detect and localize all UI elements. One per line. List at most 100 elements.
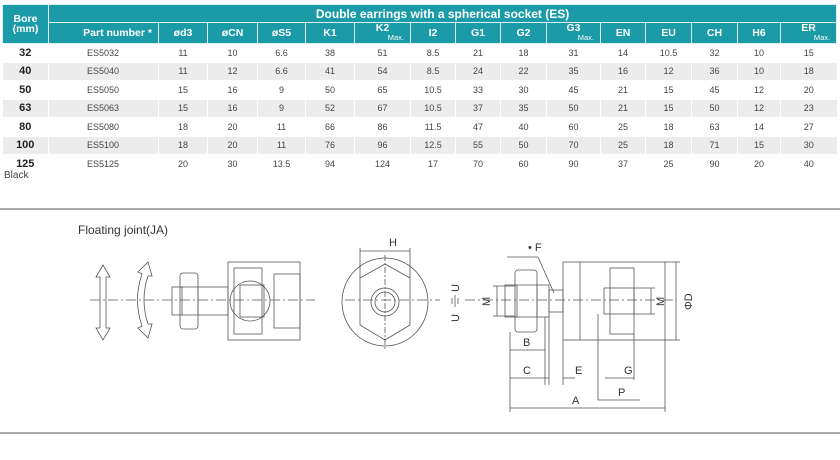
value-cell: 17	[410, 154, 456, 174]
value-cell: 25	[600, 136, 646, 155]
value-cell: 9	[257, 80, 306, 100]
value-cell: 40	[500, 117, 547, 137]
value-cell: 12	[645, 62, 692, 81]
spec-table: Bore(mm) Double earrings with a spherica…	[2, 4, 838, 174]
dim-label-h: H	[389, 237, 397, 249]
column-header: Part number *	[48, 22, 159, 44]
value-cell: 6.6	[257, 43, 306, 63]
value-cell: 8.5	[410, 62, 456, 81]
column-header: ød3	[158, 22, 208, 44]
dim-label-u-top: U	[450, 284, 462, 292]
value-cell: 14	[600, 43, 646, 63]
value-cell: 21	[600, 80, 646, 100]
dim-label-e: E	[575, 365, 582, 377]
column-header-label: G3	[566, 22, 581, 34]
value-cell: 15	[158, 99, 208, 118]
value-cell: 15	[158, 80, 208, 100]
value-cell: 16	[207, 80, 258, 100]
column-header-label: G1	[470, 27, 485, 39]
dim-label-a: A	[572, 395, 580, 407]
value-cell: 18	[158, 117, 208, 137]
bore-cell: 50	[2, 80, 49, 100]
column-header: K1	[305, 22, 355, 44]
value-cell: 32	[691, 43, 738, 63]
value-cell: 13.5	[257, 154, 306, 174]
value-cell: 11	[158, 43, 208, 63]
dim-label-m-right: M	[655, 297, 667, 306]
value-cell: 25	[645, 154, 692, 174]
value-cell: 90	[546, 154, 601, 174]
bore-cell: 100	[2, 136, 49, 155]
value-cell: 11	[257, 117, 306, 137]
column-header-sub: Max.	[813, 33, 831, 42]
value-cell: 12	[207, 62, 258, 81]
rotation-arrow-icon	[137, 261, 153, 339]
column-header-label: K2	[375, 22, 390, 34]
value-cell: 90	[691, 154, 738, 174]
value-cell: 18	[158, 136, 208, 155]
bore-cell: 125	[2, 154, 49, 174]
value-cell: 35	[546, 62, 601, 81]
column-header-label: øS5	[271, 27, 292, 39]
column-header-sub: Max.	[577, 33, 594, 42]
value-cell: 9	[257, 99, 306, 118]
value-cell: 11	[257, 136, 306, 155]
linear-motion-arrow-icon	[95, 264, 111, 341]
dim-label-f: • F	[528, 242, 542, 254]
value-cell: 15	[737, 136, 781, 155]
value-cell: 21	[600, 99, 646, 118]
value-cell: 22	[500, 62, 547, 81]
value-cell: 38	[305, 43, 355, 63]
part-number-cell: ES5063	[48, 99, 159, 118]
value-cell: 50	[500, 136, 547, 155]
value-cell: 50	[546, 99, 601, 118]
value-cell: 10	[737, 62, 781, 81]
part-number-cell: ES5125	[48, 154, 159, 174]
dim-label-b: B	[523, 337, 530, 349]
value-cell: 50	[305, 80, 355, 100]
dim-label-u-bottom: U	[450, 314, 462, 322]
value-cell: 20	[158, 154, 208, 174]
part-number-cell: ES5040	[48, 62, 159, 81]
value-cell: 66	[305, 117, 355, 137]
value-cell: 6.6	[257, 62, 306, 81]
joint-end-view	[341, 248, 429, 350]
value-cell: 60	[500, 154, 547, 174]
value-cell: 47	[455, 117, 501, 137]
joint-dimension-view	[493, 256, 680, 412]
value-cell: 11	[158, 62, 208, 81]
column-header: H6	[737, 22, 781, 44]
value-cell: 54	[354, 62, 411, 81]
value-cell: 20	[207, 117, 258, 137]
value-cell: 30	[207, 154, 258, 174]
drawing-title: Floating joint(JA)	[78, 223, 168, 237]
value-cell: 16	[207, 99, 258, 118]
column-header-label: G2	[516, 27, 531, 39]
value-cell: 50	[691, 99, 738, 118]
value-cell: 37	[455, 99, 501, 118]
value-cell: 20	[737, 154, 781, 174]
column-header: G2	[500, 22, 547, 44]
value-cell: 15	[779, 43, 837, 63]
bore-header: Bore(mm)	[2, 4, 49, 44]
value-cell: 15	[645, 99, 692, 118]
value-cell: 16	[600, 62, 646, 81]
value-cell: 67	[354, 99, 411, 118]
finish-note: Black	[4, 170, 29, 181]
value-cell: 71	[691, 136, 738, 155]
value-cell: 124	[354, 154, 411, 174]
group-title: Double earrings with a spherical socket …	[47, 4, 838, 23]
value-cell: 94	[305, 154, 355, 174]
value-cell: 35	[500, 99, 547, 118]
value-cell: 30	[779, 136, 837, 155]
value-cell: 10.5	[410, 80, 456, 100]
bore-cell: 32	[2, 43, 49, 63]
column-header-label: ød3	[173, 27, 193, 39]
column-header: CH	[691, 22, 738, 44]
